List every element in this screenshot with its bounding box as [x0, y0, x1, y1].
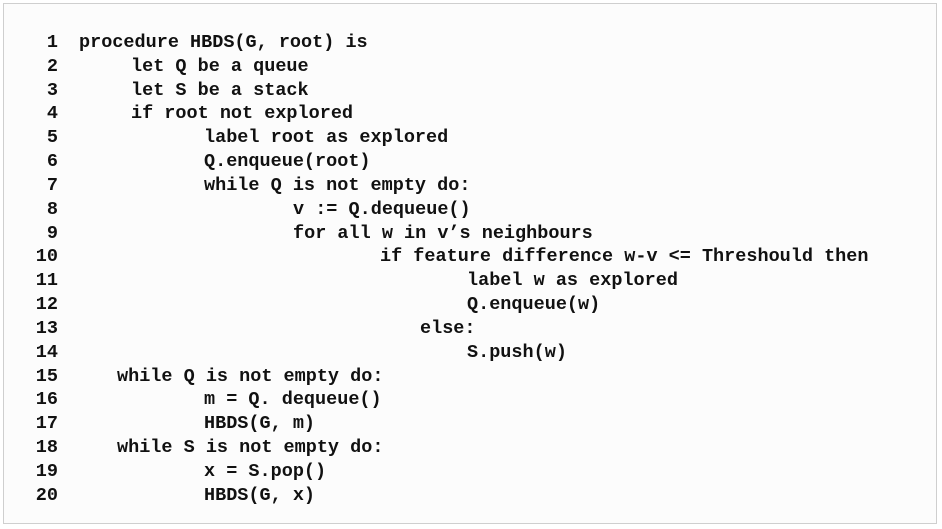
code-line: 2 let Q be a queue — [4, 55, 938, 79]
line-number: 11 — [35, 270, 58, 292]
line-text: v := Q.dequeue() — [293, 198, 471, 220]
line-number: 5 — [46, 127, 58, 149]
line-number: 17 — [35, 413, 58, 435]
line-number: 1 — [46, 32, 58, 53]
code-panel: 1 procedure HBDS(G, root) is 2 let Q be a … — [3, 3, 937, 524]
line-text: procedure HBDS(G, root) is — [79, 32, 368, 53]
line-number: 4 — [46, 103, 58, 125]
line-number: 2 — [46, 55, 58, 77]
line-text: x = S.pop() — [204, 460, 327, 482]
code-line: 18 while S is not empty do: — [4, 436, 938, 460]
line-text: let S be a stack — [131, 79, 309, 101]
line-text: while Q is not empty do: — [204, 174, 471, 196]
line-number: 7 — [46, 174, 58, 196]
pseudocode-listing: 1 procedure HBDS(G, root) is 2 let Q be a … — [4, 31, 938, 508]
line-text: while Q is not empty do: — [117, 365, 384, 387]
line-number: 10 — [35, 246, 58, 268]
code-line: 4 if root not explored — [4, 102, 938, 126]
code-line: 17 HBDS(G, m) — [4, 412, 938, 436]
line-number: 12 — [35, 294, 58, 316]
code-line: 10 if feature difference w-v <= Threshoul… — [4, 245, 938, 269]
line-number: 18 — [35, 437, 58, 459]
line-text: while S is not empty do: — [117, 437, 384, 459]
line-text: HBDS(G, x) — [204, 484, 316, 506]
code-line: 16 m = Q. dequeue() — [4, 388, 938, 412]
line-text: label w as explored — [467, 270, 678, 292]
line-text: if root not explored — [131, 103, 354, 125]
code-line: 8 v := Q.dequeue() — [4, 198, 938, 222]
line-number: 14 — [35, 341, 58, 363]
code-line: 7 while Q is not empty do: — [4, 174, 938, 198]
line-text: Q.enqueue(w) — [467, 294, 601, 316]
line-text: else: — [420, 317, 476, 339]
line-number: 6 — [46, 151, 58, 173]
line-number: 16 — [35, 389, 58, 411]
code-line: 15 while Q is not empty do: — [4, 365, 938, 389]
line-text: label root as explored — [204, 127, 449, 149]
code-line: 6 Q.enqueue(root) — [4, 150, 938, 174]
code-line: 3 let S be a stack — [4, 79, 938, 103]
code-line: 9 for all w in v’s neighbours — [4, 222, 938, 246]
code-line: 12 Q.enqueue(w) — [4, 293, 938, 317]
line-text: Q.enqueue(root) — [204, 151, 371, 173]
line-number: 13 — [35, 317, 58, 339]
code-line: 1 procedure HBDS(G, root) is — [4, 31, 938, 55]
line-number: 9 — [46, 222, 58, 244]
code-line: 11 label w as explored — [4, 269, 938, 293]
line-text: HBDS(G, m) — [204, 413, 316, 435]
line-number: 19 — [35, 460, 58, 482]
code-line: 20 HBDS(G, x) — [4, 484, 938, 508]
line-text: S.push(w) — [467, 341, 567, 363]
line-number: 3 — [46, 79, 58, 101]
line-text: let Q be a queue — [131, 55, 309, 77]
line-text: m = Q. dequeue() — [204, 389, 382, 411]
line-text: if feature difference w-v <= Threshould … — [380, 246, 869, 268]
code-line: 5 label root as explored — [4, 126, 938, 150]
line-text: for all w in v’s neighbours — [293, 222, 593, 244]
line-number: 15 — [35, 365, 58, 387]
code-line: 13 else: — [4, 317, 938, 341]
line-number: 8 — [46, 198, 58, 220]
code-line: 19 x = S.pop() — [4, 460, 938, 484]
code-line: 14 S.push(w) — [4, 341, 938, 365]
line-number: 20 — [35, 484, 58, 506]
